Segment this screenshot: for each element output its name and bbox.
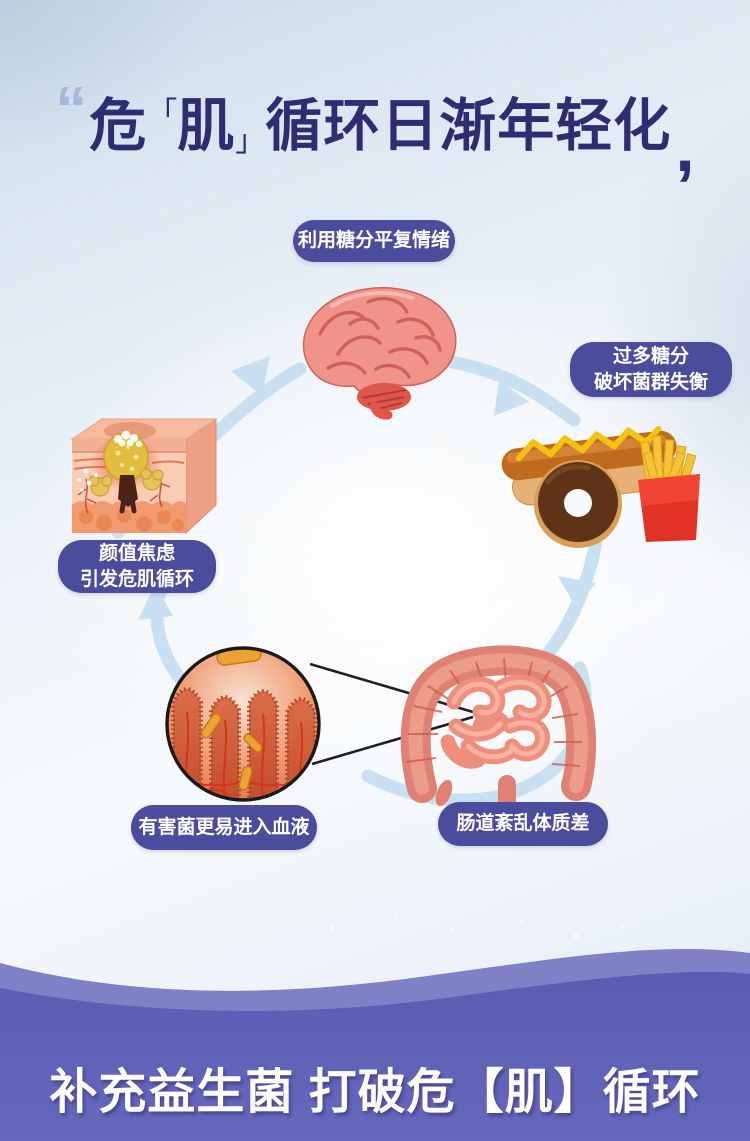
title-bracket-open: 「 [147,97,178,130]
title-text-rest: 循环日渐年轻化 [265,94,672,158]
title-bracket-close: 」 [235,125,266,158]
opening-quote-icon: “ [55,73,88,145]
cycle-label-pill-brain: 利用糖分平复情绪 [293,220,455,262]
title-text-ji: 肌 [177,94,236,158]
intestine-icon [400,645,597,811]
cycle-node-villi [155,640,335,808]
cycle-node-junk-food [496,408,710,553]
page-title: “危「肌」循环日渐年轻化, [0,72,750,187]
footer-headline: 补充益生菌 打破危【肌】循环 [49,1066,701,1119]
cycle-node-intestine [392,630,600,815]
title-text-wei: 危 [89,94,148,158]
pill-label-line1: 过多糖分 [612,346,689,368]
cycle-label-pill-gut: 肠道紊乱体质差 [438,802,608,846]
junk-food-icon [501,425,700,548]
cycle-label-pill-blood: 有害菌更易进入血液 [131,805,317,850]
pill-label: 肠道紊乱体质差 [456,813,590,835]
closing-quote-icon: , [675,108,695,186]
pill-label: 有害菌更易进入血液 [138,816,310,838]
footer-wave-icon [0,948,750,1141]
pill-label-line2: 引发危肌循环 [79,568,194,590]
skin-cross-section-icon [70,418,218,535]
cycle-label-pill-sugar: 过多糖分 破坏菌群失衡 [570,342,732,397]
pill-label-line2: 破坏菌群失衡 [593,371,708,393]
pill-label-line1: 颜值焦虑 [98,543,175,565]
cycle-node-brain [280,272,476,422]
villi-magnifier-icon [165,646,321,802]
cycle-label-pill-skin: 颜值焦虑 引发危肌循环 [58,540,216,593]
brain-icon [302,287,457,420]
pill-label: 利用糖分平复情绪 [297,230,450,252]
cycle-node-skin [52,383,224,535]
